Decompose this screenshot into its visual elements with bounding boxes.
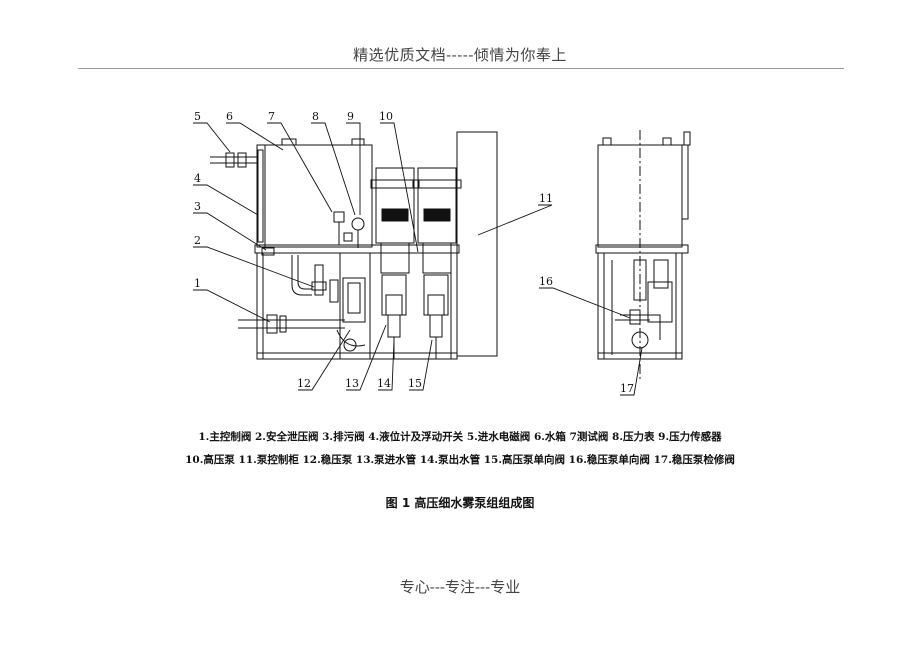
platform-deck	[254, 244, 460, 254]
page-footer: 专心---专注---专业	[399, 578, 521, 596]
side-view	[595, 130, 691, 380]
legend-line-1: 1.主控制阀 2.安全泄压阀 3.排污阀 4.液位计及浮动开关 5.进水电磁阀 …	[198, 431, 722, 443]
callout-4: 4	[194, 172, 201, 185]
high-pressure-pump-left	[370, 167, 420, 359]
callout-12: 12	[297, 377, 311, 390]
main-control-valve	[266, 314, 278, 334]
high-pressure-pump-right	[412, 167, 462, 359]
stabilizer-service-valve	[631, 331, 649, 349]
callout-3: 3	[194, 200, 201, 213]
figure-caption: 图 1 高压细水雾泵组组成图	[385, 496, 535, 510]
callout-13: 13	[345, 377, 359, 390]
pump-control-cabinet	[456, 131, 498, 357]
legend-line-2: 10.高压泵 11.泵控制柜 12.稳压泵 13.泵进水管 14.泵出水管 15…	[185, 454, 735, 466]
callout-5: 5	[194, 110, 201, 123]
callout-leaders	[193, 122, 643, 396]
callout-numbers: 5 6 7 8 9 10 4 3 2 1 11 12 13 14 15 16 1…	[194, 110, 634, 395]
pump-assembly-drawing: 5 6 7 8 9 10 4 3 2 1 11 12 13 14 15 16 1…	[193, 110, 691, 396]
callout-17: 17	[620, 382, 634, 395]
page-header: 精选优质文档-----倾情为你奉上	[353, 46, 567, 64]
callout-16: 16	[539, 275, 553, 288]
callout-9: 9	[347, 110, 354, 123]
stabilizer-check-valve	[629, 309, 641, 325]
callout-15: 15	[408, 377, 422, 390]
pressure-gauge	[351, 217, 365, 231]
callout-6: 6	[226, 110, 233, 123]
callout-2: 2	[194, 234, 201, 247]
callout-1: 1	[194, 277, 201, 290]
inlet-valve-body	[225, 152, 235, 168]
safety-relief-valve	[314, 264, 324, 296]
header-divider	[78, 68, 844, 69]
callout-10: 10	[379, 110, 393, 123]
callout-11: 11	[539, 192, 553, 205]
front-view	[210, 131, 498, 360]
callout-7: 7	[268, 110, 275, 123]
callout-14: 14	[377, 377, 391, 390]
water-tank	[256, 144, 373, 248]
callout-8: 8	[312, 110, 319, 123]
side-water-tank	[597, 144, 683, 248]
